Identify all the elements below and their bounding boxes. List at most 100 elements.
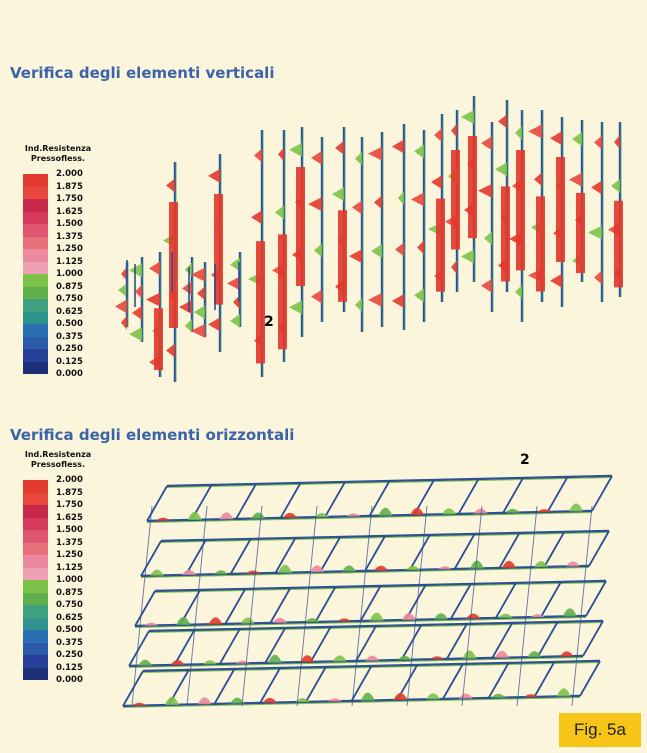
legend-swatch: [23, 286, 48, 299]
legend-value: 0.375: [56, 637, 83, 648]
legend-swatch: [23, 567, 48, 580]
stress-diagram: [342, 565, 356, 572]
beam-member: [146, 512, 593, 523]
legend-swatch: [23, 492, 48, 505]
legend-value: 1.750: [56, 500, 83, 510]
legend-value: 0.250: [56, 650, 83, 660]
stress-diagram: [441, 508, 456, 515]
legend-swatch: [23, 336, 48, 349]
legend-value: 0.375: [56, 331, 83, 342]
legend-title: Ind.Resistenza Pressofless.: [24, 450, 92, 469]
beam-member: [546, 476, 569, 513]
stress-diagram: [398, 190, 404, 205]
legend-value: 1.375: [56, 231, 83, 242]
beam-member: [446, 623, 468, 660]
legend-value: 2.000: [56, 475, 83, 485]
beam-member: [368, 480, 391, 517]
stress-diagram: [275, 205, 284, 220]
stress-diagram: [251, 512, 266, 519]
beam-member: [122, 670, 144, 707]
legend-swatch: [23, 617, 48, 630]
stress-diagram: [314, 243, 322, 258]
stress-diagram: [451, 260, 457, 275]
stress-diagram: [182, 281, 192, 296]
beam-member: [134, 590, 156, 627]
stress-diagram: [310, 565, 324, 573]
beam-member: [224, 588, 246, 625]
stress-diagram: [462, 650, 477, 659]
beam-member: [128, 630, 150, 667]
legend-value: 0.625: [56, 306, 83, 317]
column-member: [406, 505, 428, 707]
legend-value: 0.250: [56, 344, 83, 354]
stress-diagram: [235, 660, 250, 664]
figure-label: Fig. 5a: [559, 713, 641, 747]
stress-diagram: [308, 197, 322, 212]
stress-diagram: [451, 123, 457, 138]
stress-diagram: [121, 315, 127, 330]
vertical-elements-title: Verifica degli elementi verticali: [10, 64, 275, 82]
stress-diagram: [227, 276, 240, 291]
stress-diagram: [576, 192, 585, 274]
legend-swatch: [23, 349, 48, 362]
beam-member: [536, 621, 559, 658]
beam-member: [498, 532, 521, 569]
beam-member: [219, 628, 241, 665]
stress-diagram: [149, 261, 160, 276]
legend-value: 1.875: [56, 181, 83, 192]
stress-diagram: [530, 614, 545, 618]
stress-diagram: [481, 278, 492, 293]
legend-swatch: [23, 311, 48, 324]
stress-diagram: [278, 147, 284, 162]
stress-diagram: [197, 286, 205, 301]
stress-diagram: [470, 560, 484, 569]
beam-member: [274, 537, 297, 574]
stress-diagram: [214, 194, 223, 305]
stress-diagram: [417, 240, 424, 255]
element-marker: 2: [264, 314, 274, 330]
stress-diagram: [572, 132, 582, 147]
stress-diagram: [614, 135, 620, 150]
stress-diagram: [501, 186, 510, 282]
legend-value: 0.500: [56, 625, 83, 635]
stress-diagram: [392, 293, 404, 308]
legend-swatch: [23, 655, 48, 668]
stress-diagram: [278, 564, 292, 573]
stress-diagram: [401, 612, 416, 620]
legend-value: 1.250: [56, 244, 83, 254]
beam-member: [453, 533, 476, 570]
legend-swatch: [23, 605, 48, 618]
legend-swatch: [23, 642, 48, 655]
legend-swatch: [23, 555, 48, 568]
legend-value: 0.000: [56, 675, 83, 685]
beam-member: [324, 481, 346, 518]
column-member: [516, 505, 538, 707]
stress-diagram: [219, 512, 234, 520]
stress-diagram: [498, 114, 507, 129]
stress-diagram: [118, 283, 127, 298]
stress-diagram: [461, 109, 474, 124]
stress-diagram: [129, 327, 142, 342]
stress-diagram: [371, 244, 382, 259]
beam-member: [235, 483, 257, 520]
beam-member: [309, 626, 332, 663]
stress-diagram: [179, 300, 192, 315]
column-member: [351, 505, 373, 707]
beam-member: [449, 583, 472, 620]
beam-member: [585, 580, 607, 617]
column-member: [461, 505, 483, 707]
legend-swatch: [23, 261, 48, 274]
stress-diagram: [566, 561, 580, 567]
stress-diagram: [458, 693, 473, 699]
stress-diagram: [556, 157, 565, 262]
stress-diagram: [251, 210, 262, 225]
legend-swatch: [23, 199, 48, 212]
stress-diagram: [150, 569, 164, 576]
stress-diagram: [144, 622, 159, 626]
beam-member: [359, 585, 382, 622]
stress-diagram: [378, 507, 393, 516]
stress-diagram: [115, 299, 127, 314]
beam-member: [305, 666, 327, 703]
